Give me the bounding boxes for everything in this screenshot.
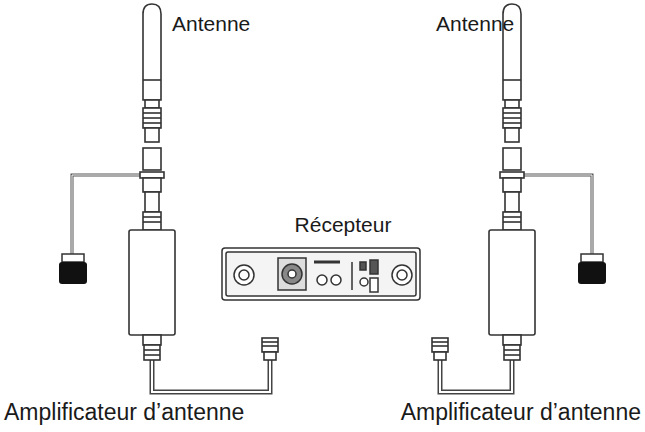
right-antenna-amplifier <box>432 4 606 392</box>
amplifier-label: Amplificateur d’antenne <box>401 400 641 425</box>
antenna-label: Antenne <box>436 12 514 35</box>
receiver-unit <box>222 248 420 300</box>
left-antenna-amplifier <box>59 4 278 392</box>
amplifier-label: Amplificateur d’antenne <box>4 400 244 425</box>
antenna-label: Antenne <box>172 12 250 35</box>
receiver-label: Récepteur <box>295 213 392 236</box>
